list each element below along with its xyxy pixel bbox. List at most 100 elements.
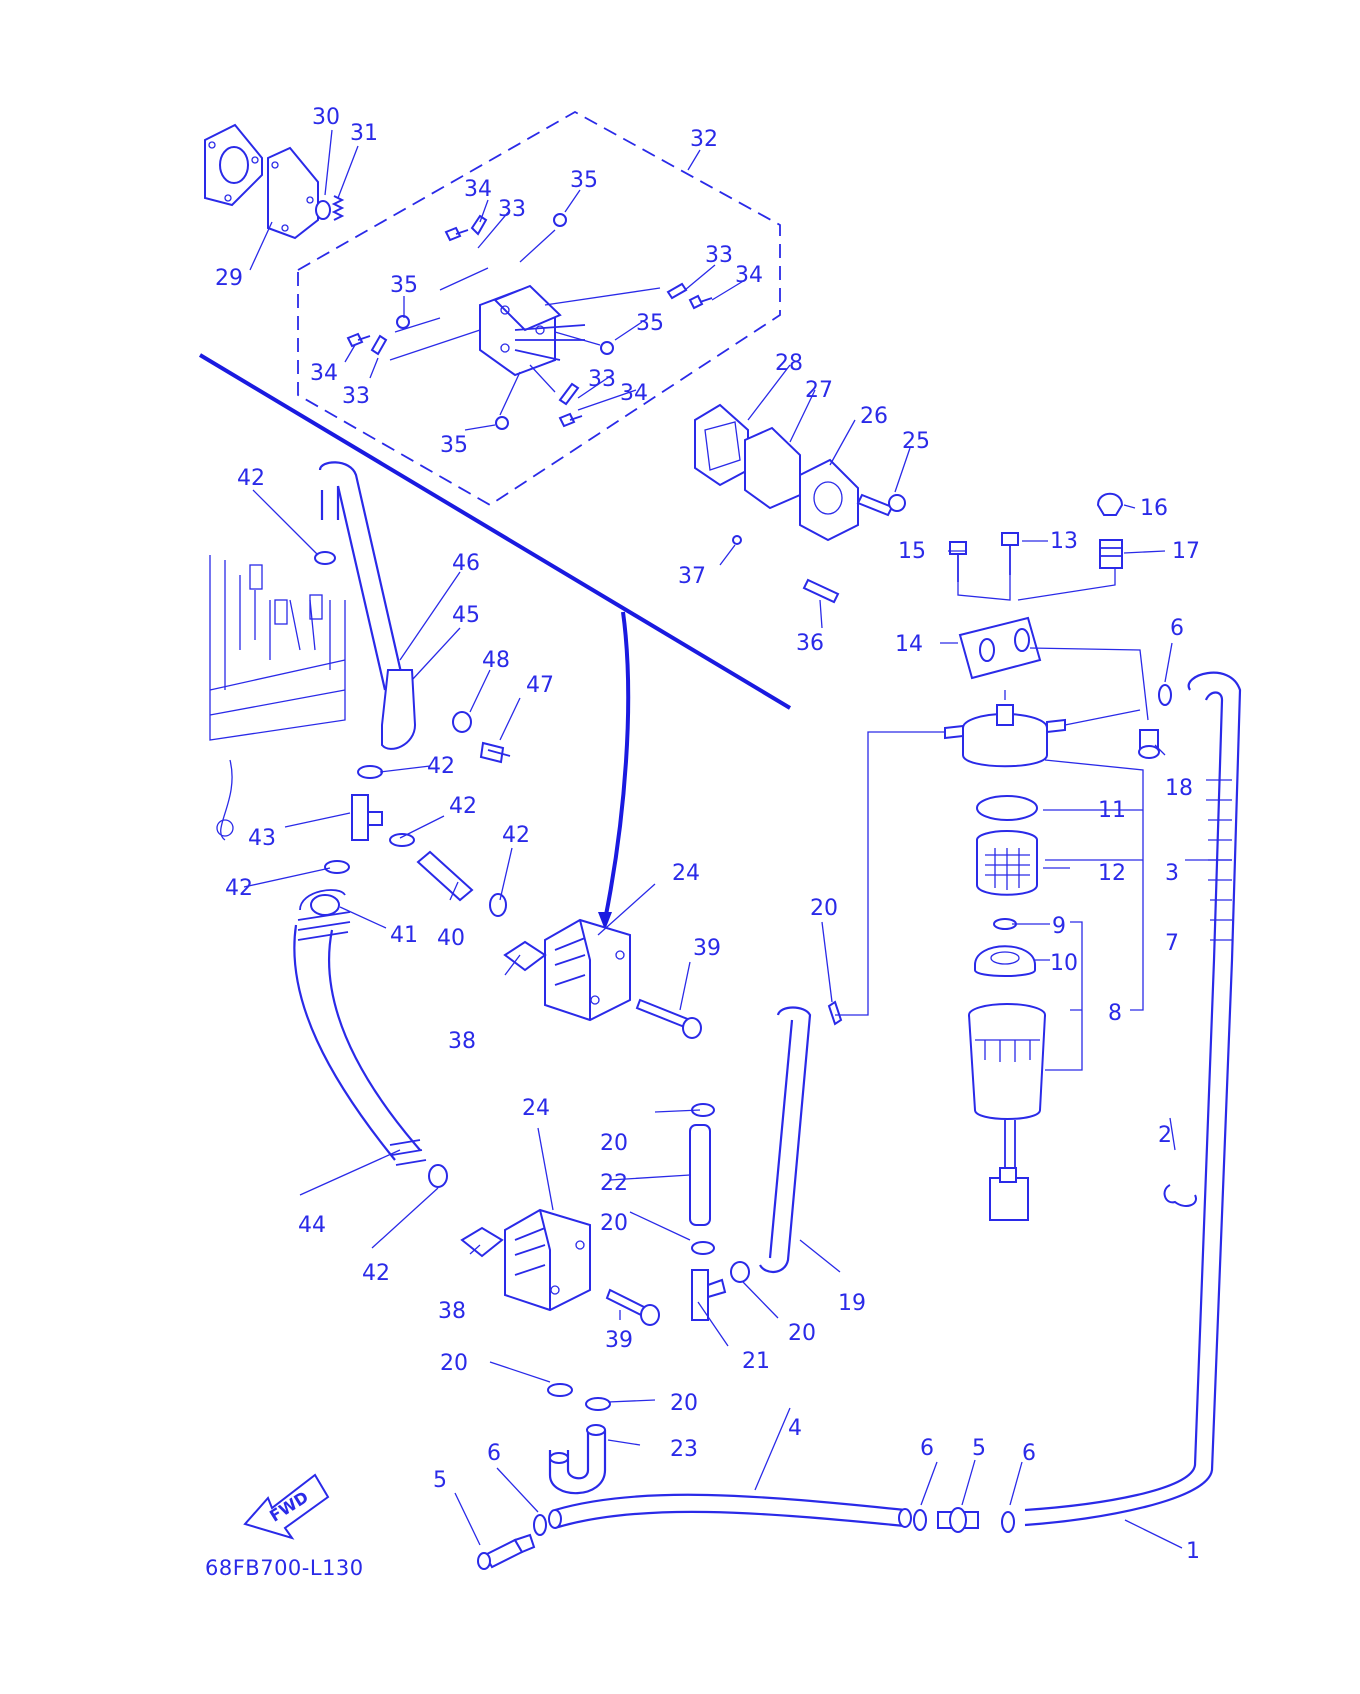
connector-5-right <box>937 1507 979 1533</box>
callout-20-upper-right: 20 <box>810 896 838 921</box>
nut-35-a <box>553 213 567 227</box>
callout-10: 10 <box>1050 951 1078 976</box>
washer-48 <box>452 711 472 733</box>
t-joint-21 <box>691 1269 727 1321</box>
callout-38-lower: 38 <box>438 1299 466 1324</box>
callout-leaders <box>243 129 1232 1549</box>
t-joint-43 <box>351 794 383 841</box>
assembly-32-dashed-outline <box>297 110 781 507</box>
callout-33-c: 33 <box>342 384 370 409</box>
callout-2: 2 <box>1158 1123 1172 1148</box>
callout-12: 12 <box>1098 861 1126 886</box>
callout-35-c: 35 <box>636 311 664 336</box>
callout-47: 47 <box>526 673 554 698</box>
joint-40 <box>416 850 474 902</box>
callout-43: 43 <box>248 826 276 851</box>
callout-42-f: 42 <box>362 1261 390 1286</box>
callout-38-upper: 38 <box>448 1029 476 1054</box>
callout-33-b: 33 <box>705 243 733 268</box>
callout-48: 48 <box>482 648 510 673</box>
callout-7: 7 <box>1165 931 1179 956</box>
connector-5-left <box>477 1533 536 1570</box>
callout-3: 3 <box>1165 861 1179 886</box>
callout-37: 37 <box>678 564 706 589</box>
callout-42-b: 42 <box>427 754 455 779</box>
gasket-38-upper <box>503 940 547 972</box>
pump-base-plate <box>204 123 263 207</box>
callout-35-d: 35 <box>440 433 468 458</box>
bolt-13 <box>1001 532 1019 575</box>
hose-end-41 <box>297 889 351 941</box>
callout-34-d: 34 <box>620 381 648 406</box>
clip-6-a <box>533 1514 547 1536</box>
callout-6-mid: 6 <box>920 1436 934 1461</box>
callout-46: 46 <box>452 551 480 576</box>
callout-30: 30 <box>312 105 340 130</box>
gasket-38-lower <box>460 1226 504 1258</box>
callout-21: 21 <box>742 1349 770 1374</box>
callout-42-c: 42 <box>449 794 477 819</box>
clamp-2 <box>1163 1184 1197 1207</box>
callout-6-right: 6 <box>1022 1441 1036 1466</box>
section-arrow-line <box>603 611 631 921</box>
callout-13: 13 <box>1050 529 1078 554</box>
fwd-arrow-icon: FWD <box>243 1473 330 1540</box>
callout-39-lower: 39 <box>605 1328 633 1353</box>
callout-20-bottom-left: 20 <box>440 1351 468 1376</box>
callout-6-left: 6 <box>487 1441 501 1466</box>
clip-33-d <box>558 382 580 406</box>
hose-1 <box>1024 959 1234 1527</box>
engine-block-outline <box>209 555 346 841</box>
callout-5-left: 5 <box>433 1468 447 1493</box>
hose-3 <box>1187 671 1242 961</box>
o-ring-11 <box>976 795 1038 821</box>
callout-20-right: 20 <box>788 1321 816 1346</box>
fuel-pump-24-upper <box>544 918 631 1022</box>
callout-35-b: 35 <box>390 273 418 298</box>
spring-seat-30 <box>315 200 331 220</box>
hose-19 <box>759 1006 812 1273</box>
clip-20-e <box>585 1397 611 1411</box>
callout-34-c: 34 <box>310 361 338 386</box>
callout-1: 1 <box>1186 1539 1200 1564</box>
callout-17: 17 <box>1172 539 1200 564</box>
callout-42-e: 42 <box>225 876 253 901</box>
diaphragm-plate-29 <box>267 146 319 240</box>
callout-20-center-mid: 20 <box>600 1211 628 1236</box>
nut-35-d <box>495 416 509 430</box>
clip-42-b <box>357 765 383 779</box>
clip-42-a <box>314 551 336 565</box>
callout-9: 9 <box>1052 914 1066 939</box>
float-10 <box>974 945 1036 977</box>
clip-20-b <box>691 1241 715 1255</box>
clip-42-c <box>389 833 415 847</box>
pin-37 <box>732 535 742 545</box>
section-arrow-head <box>598 912 612 930</box>
callout-42-d: 42 <box>502 823 530 848</box>
screw-34-c <box>346 332 371 348</box>
pump-cover-26 <box>799 458 859 542</box>
clip-20-f <box>827 1000 843 1026</box>
gasket-28 <box>694 403 749 487</box>
callout-16: 16 <box>1140 496 1168 521</box>
callout-33-a: 33 <box>498 197 526 222</box>
hose-46 <box>318 461 407 691</box>
clip-6-top <box>1158 684 1172 706</box>
filter-head <box>944 704 1066 768</box>
callout-40: 40 <box>437 926 465 951</box>
fuel-pump-assembly-32 <box>479 284 586 377</box>
clip-42-e <box>489 893 507 917</box>
section-divider-line <box>198 353 792 710</box>
spring-31 <box>331 195 345 221</box>
callout-18: 18 <box>1165 776 1193 801</box>
bolt-15 <box>949 541 967 582</box>
nut-35-c <box>600 341 614 355</box>
callout-5-right: 5 <box>972 1436 986 1461</box>
callout-39-upper: 39 <box>693 936 721 961</box>
clip-20-d <box>547 1383 573 1397</box>
screw-34-d <box>558 412 583 428</box>
callout-26: 26 <box>860 404 888 429</box>
callout-42-a: 42 <box>237 466 265 491</box>
clip-6-c <box>1001 1511 1015 1533</box>
